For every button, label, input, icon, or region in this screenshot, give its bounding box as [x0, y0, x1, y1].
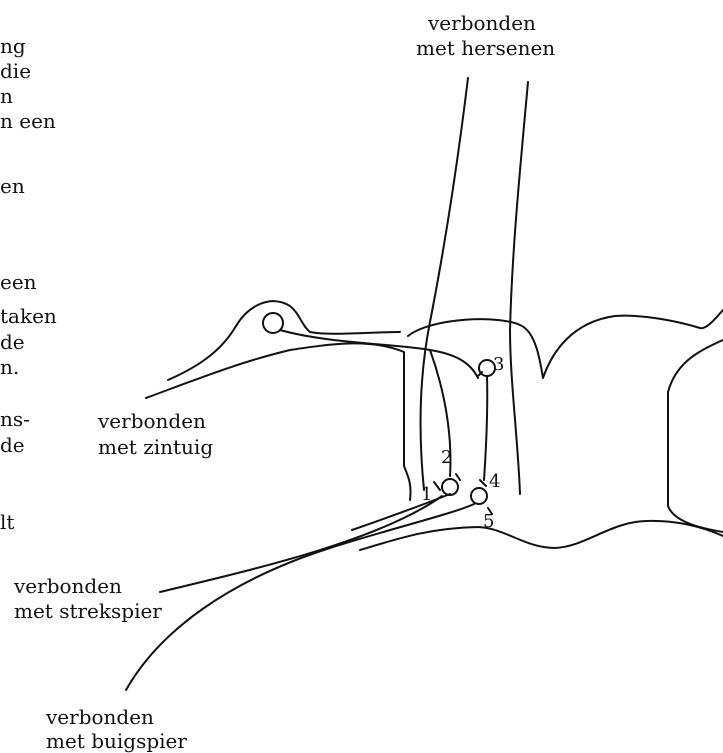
synapse-number: 1: [421, 486, 432, 504]
spinal-cord-right-lobe: [668, 340, 723, 532]
ascending-tract-right: [510, 82, 528, 494]
synapse-number: 3: [493, 356, 504, 374]
label-line: verbonden: [428, 12, 536, 35]
sensory-fibre-branch: [280, 330, 478, 378]
motor-axon-extensor: [160, 496, 442, 592]
sensory-nerve-lower: [146, 343, 404, 398]
synapse-number: 2: [441, 449, 452, 467]
label-line: met buigspier: [46, 730, 187, 753]
motor-neuron-cell-1: [442, 479, 458, 495]
label-line: verbonden: [46, 706, 154, 729]
sensory-ganglion-outline: [168, 301, 400, 380]
synapse-number: 4: [489, 473, 500, 491]
label-line: met hersenen: [416, 37, 555, 60]
spinal-cord-outline: [408, 310, 723, 378]
motor-axon-flexor: [126, 504, 474, 690]
label-line: verbonden: [98, 410, 206, 433]
motor-neuron-cell-2: [471, 488, 487, 504]
label-line: met strekspier: [14, 600, 162, 623]
spinal-cord-bottom: [360, 521, 723, 550]
synapse-number: 5: [483, 513, 494, 531]
ascending-tract-left: [421, 78, 468, 490]
interneuron-fibre: [484, 376, 487, 480]
label-line: met zintuig: [98, 436, 213, 459]
spinal-cord-left-edge: [404, 352, 411, 500]
label-line: verbonden: [14, 575, 122, 598]
